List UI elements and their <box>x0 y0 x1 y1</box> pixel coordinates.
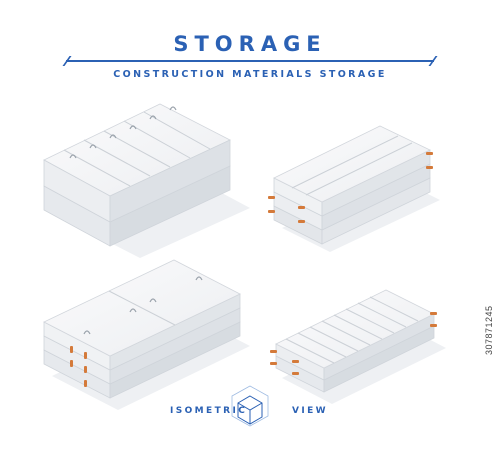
footer-label-isometric: ISOMETRIC <box>170 406 248 416</box>
slabs-stack <box>43 259 250 410</box>
footer-label-view: VIEW <box>292 406 328 416</box>
stock-id: 307871245 <box>484 305 494 355</box>
isometric-cube-icon <box>231 385 269 427</box>
stair-top <box>273 125 431 203</box>
title-rule <box>66 60 434 62</box>
stair-flights-stack <box>268 125 440 252</box>
ribbed-panels-stack <box>270 289 446 404</box>
page-subtitle: CONSTRUCTION MATERIALS STORAGE <box>113 69 387 80</box>
foundation-blocks-stack <box>43 103 250 258</box>
block-side-upper <box>109 139 231 223</box>
page-title: STORAGE <box>173 32 327 56</box>
